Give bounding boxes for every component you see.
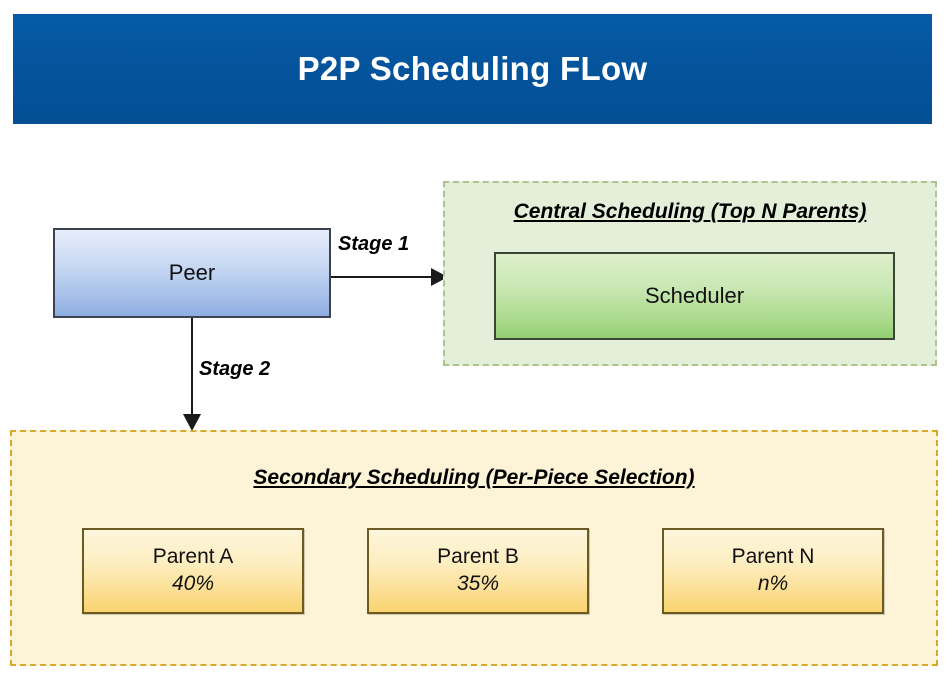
title-banner: P2P Scheduling FLow xyxy=(13,14,932,124)
node-parent-a-label: Parent A xyxy=(152,545,234,569)
node-parent-n-share: n% xyxy=(757,572,789,596)
node-scheduler-label: Scheduler xyxy=(644,283,745,308)
node-parent-b-label: Parent B xyxy=(437,545,519,569)
stage1-connector-line xyxy=(331,276,433,278)
node-scheduler[interactable]: Scheduler xyxy=(494,252,895,340)
node-parent-a[interactable]: Parent A 40% xyxy=(82,528,304,614)
stage2-connector-line xyxy=(191,318,193,416)
node-parent-n[interactable]: Parent N n% xyxy=(662,528,884,614)
node-parent-b-share: 35% xyxy=(456,572,500,596)
node-parent-b[interactable]: Parent B 35% xyxy=(367,528,589,614)
stage2-arrow-head xyxy=(183,414,201,431)
node-parent-n-label: Parent N xyxy=(731,545,815,569)
region-central-scheduling-title: Central Scheduling (Top N Parents) xyxy=(513,200,867,223)
node-parent-a-share: 40% xyxy=(171,572,215,596)
stage2-label: Stage 2 xyxy=(199,358,271,380)
node-peer[interactable]: Peer xyxy=(53,228,331,318)
node-peer-label: Peer xyxy=(168,260,216,285)
stage1-label: Stage 1 xyxy=(338,233,410,255)
region-central-scheduling: Central Scheduling (Top N Parents) Sched… xyxy=(443,181,937,366)
page-title: P2P Scheduling FLow xyxy=(297,49,648,87)
region-secondary-scheduling-title: Secondary Scheduling (Per-Piece Selectio… xyxy=(253,466,695,489)
region-secondary-scheduling: Secondary Scheduling (Per-Piece Selectio… xyxy=(10,430,938,666)
